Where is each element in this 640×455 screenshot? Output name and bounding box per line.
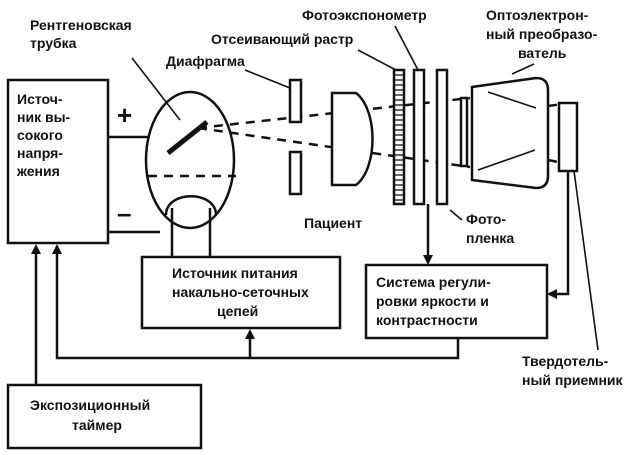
receiver-leader: [573, 170, 599, 351]
filament-power-label-2: накально-сеточных: [172, 284, 309, 300]
patient-label: Пациент: [304, 215, 362, 231]
cathode-filament: [164, 195, 218, 216]
high-voltage-source-label-4: напря-: [17, 145, 63, 161]
brightness-control-label-3: контрастности: [376, 312, 478, 328]
antiscatter-grid: [392, 68, 406, 206]
converter-label-3: ватель: [518, 45, 567, 61]
receiver-to-control-arrow: [547, 171, 570, 299]
converter-output-line-bottom: [547, 158, 564, 165]
converter-leader: [511, 63, 535, 75]
brightness-control-label-2: ровки яркости и: [376, 293, 489, 309]
converter-label-2: ный преобразо-: [486, 26, 598, 42]
high-voltage-source-label-1: Источ-: [17, 91, 63, 107]
diaphragm-lower-blade: [288, 150, 303, 196]
filament-power-label-1: Источник питания: [172, 265, 298, 281]
converter-bottom-beam-line: [477, 149, 536, 171]
film-label-2: пленка: [466, 230, 514, 246]
receiver-label-1: Твердотель-: [522, 353, 609, 369]
solid-state-receiver-box: [557, 101, 579, 173]
film-plate: [435, 68, 449, 206]
converter-label-1: Оптоэлектрон-: [486, 7, 589, 23]
xray-tube-label-2: трубка: [30, 35, 77, 51]
feedback-arrowhead-hv: [52, 244, 62, 254]
high-voltage-source-label-5: жения: [16, 163, 60, 179]
film-label-1: Фото-: [466, 211, 506, 227]
exposure-timer-label-2: таймер: [72, 417, 122, 433]
patient-shape: [330, 91, 374, 187]
exposure-timer-box: [6, 383, 203, 450]
receiver-label-2: ный приемник: [522, 372, 624, 388]
diaphragm-label: Диафрагма: [166, 53, 245, 69]
converter-body: [470, 76, 550, 190]
plus-sign: +: [117, 100, 132, 130]
feedback-arrowhead-filament: [245, 329, 255, 339]
filament-power-box: [140, 255, 342, 330]
filament-power-label-3: цепей: [217, 303, 258, 319]
exposure-timer-label-1: Экспозиционный: [30, 397, 150, 413]
high-voltage-source-box: [6, 78, 110, 245]
xray-tube-envelope: [144, 90, 236, 230]
phototimer-label: Фотоэкспонометр: [302, 7, 427, 23]
converter-input-window: [459, 96, 469, 168]
film-leader: [449, 209, 463, 221]
grid-leader: [357, 49, 397, 71]
phototimer-plate: [412, 68, 426, 206]
xray-tube-label-1: Рентгеновская: [30, 17, 132, 33]
brightness-control-box: [364, 263, 549, 340]
diaphragm-leader: [244, 69, 291, 89]
high-voltage-source-label-2: ник вы-: [17, 109, 71, 125]
minus-sign: –: [117, 198, 131, 228]
xray-tube-leader: [131, 57, 181, 121]
converter-top-beam-line: [487, 91, 537, 109]
brightness-control-label-1: Система регули-: [376, 274, 491, 290]
antiscatter-grid-slats: [394, 74, 404, 201]
diaphragm-upper-blade: [288, 78, 303, 124]
converter-output-line-top: [547, 102, 564, 108]
high-voltage-source-label-3: сокого: [17, 127, 63, 143]
feedback-line: [55, 246, 460, 360]
timer-arrowhead: [31, 244, 41, 254]
grid-label: Отсеивающий растр: [211, 31, 353, 47]
phototimer-leader: [394, 25, 419, 71]
